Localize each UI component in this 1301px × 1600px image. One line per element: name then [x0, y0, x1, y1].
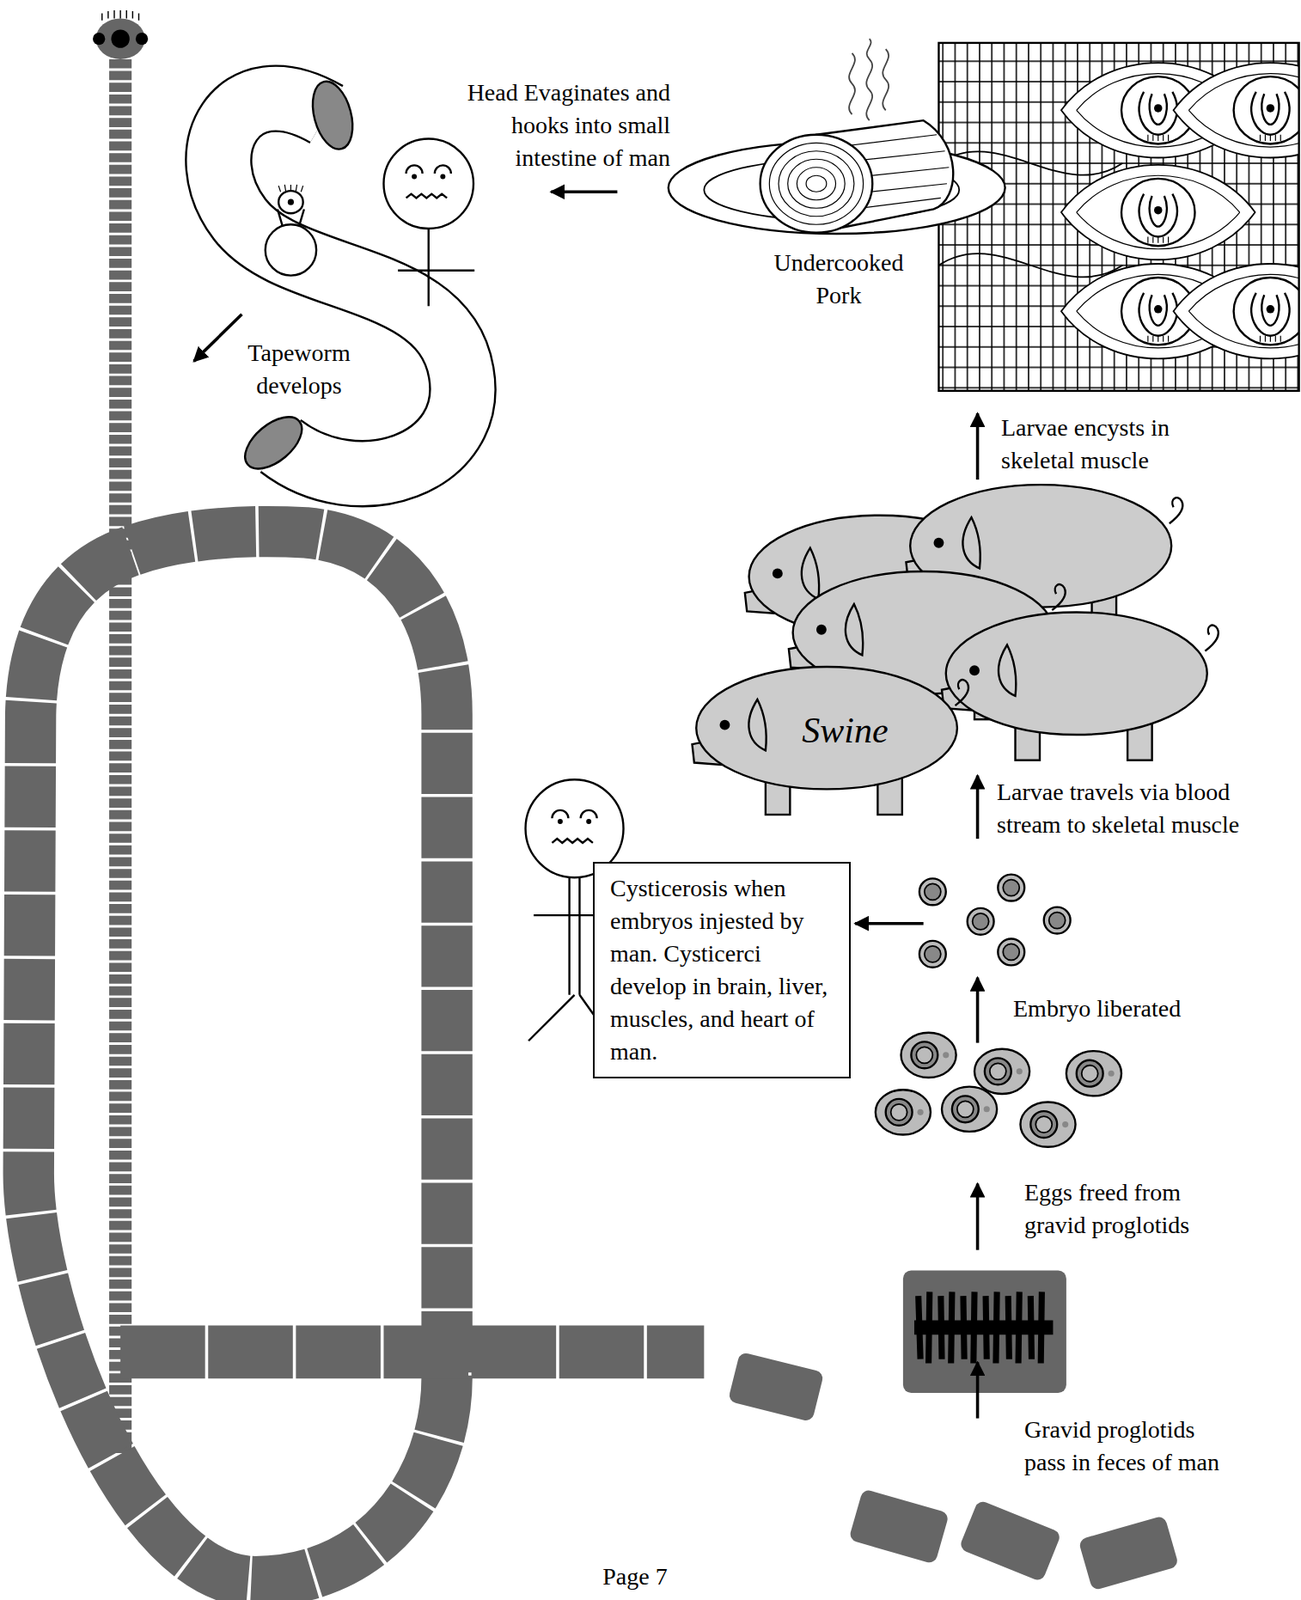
- swine-figure: Swine: [684, 661, 980, 825]
- small-intestine: [218, 77, 463, 479]
- step-label: Eggs freed from gravid proglotids: [1024, 1176, 1248, 1242]
- muscle-frame: [938, 42, 1299, 391]
- embryos: [919, 874, 1071, 968]
- step-label: Larvae travels via blood stream to skele…: [996, 775, 1272, 842]
- cycle-arrows: [194, 191, 978, 1418]
- step-label: Embryo liberated: [1013, 992, 1254, 1026]
- pork-roast: [668, 38, 1006, 234]
- page-number: Page 7: [592, 1563, 678, 1590]
- swine-herd: [745, 484, 1219, 761]
- muscle-tissue: [938, 42, 1299, 391]
- step-label: Head Evaginates and hooks into small int…: [425, 76, 671, 175]
- man-figure: [383, 139, 475, 307]
- eggs: [875, 1032, 1122, 1148]
- step-label: Undercooked Pork: [757, 246, 921, 312]
- animal-label: Swine: [801, 708, 888, 752]
- step-label: Gravid proglotids pass in feces of man: [1024, 1413, 1227, 1479]
- note-text: Cysticerosis when embryos injested by ma…: [610, 872, 834, 1069]
- step-label: Larvae encysts in skeletal muscle: [1001, 411, 1234, 477]
- note-box: Cysticerosis when embryos injested by ma…: [592, 861, 851, 1079]
- gravid-proglottid: [903, 1270, 1067, 1393]
- step-label: Tapeworm develops: [225, 336, 373, 403]
